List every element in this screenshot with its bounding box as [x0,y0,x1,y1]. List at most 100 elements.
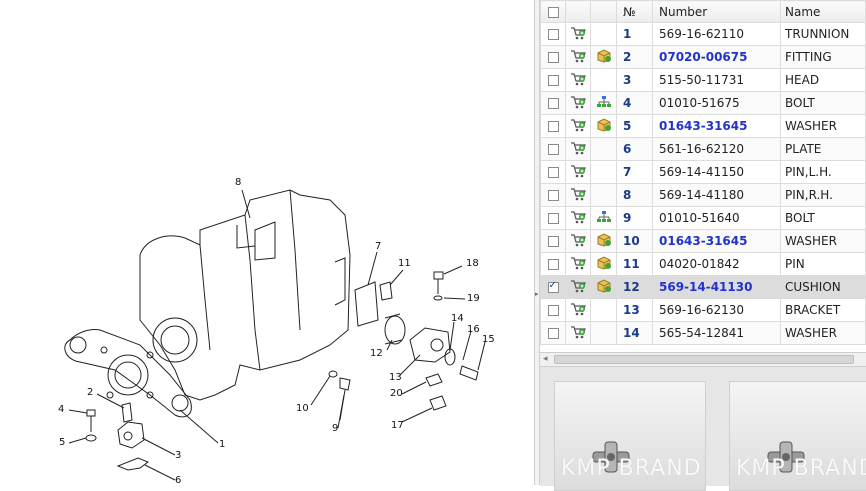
row-checkbox-cell[interactable] [540,45,566,69]
select-all-checkbox-cell[interactable] [540,0,566,23]
row-checkbox[interactable] [547,144,559,155]
row-checkbox-cell[interactable] [540,252,566,276]
scrollbar-thumb[interactable] [554,355,854,364]
callout-12[interactable]: 12 [370,348,383,359]
icon-cell[interactable] [590,114,617,138]
tree-icon[interactable] [596,95,612,112]
cart-cell[interactable] [565,45,591,69]
part-number-cell[interactable]: 01643-31645 [652,114,781,138]
splitter-arrow-icon[interactable]: ▸ [535,290,539,298]
row-checkbox-cell[interactable] [540,91,566,115]
box-icon[interactable] [596,117,612,135]
add-to-cart-icon[interactable] [570,49,586,66]
icon-cell[interactable] [590,45,617,69]
cart-cell[interactable] [565,68,591,92]
cart-cell[interactable] [565,298,591,322]
row-checkbox[interactable] [547,75,559,86]
add-to-cart-icon[interactable] [570,233,586,250]
callout-8[interactable]: 8 [235,177,242,188]
cart-cell[interactable] [565,183,591,207]
add-to-cart-icon[interactable] [570,210,586,227]
icon-cell[interactable] [590,275,617,299]
box-icon[interactable] [596,255,612,273]
row-checkbox-cell[interactable] [540,183,566,207]
cart-cell[interactable] [565,275,591,299]
select-all-checkbox[interactable] [547,6,559,18]
part-number-cell[interactable]: 01643-31645 [652,229,781,253]
callout-1[interactable]: 1 [219,439,226,450]
add-to-cart-icon[interactable] [570,95,586,112]
cart-cell[interactable] [565,252,591,276]
box-icon[interactable] [596,48,612,66]
cart-cell[interactable] [565,22,591,46]
box-icon[interactable] [596,232,612,250]
cart-cell[interactable] [565,229,591,253]
cart-cell[interactable] [565,114,591,138]
pane-splitter[interactable]: ▸ [534,0,540,485]
row-checkbox-cell[interactable] [540,321,566,345]
row-checkbox[interactable] [547,213,559,224]
position-column-header[interactable]: № [616,0,653,23]
icon-cell[interactable] [590,206,617,230]
part-number-cell[interactable]: 07020-00675 [652,45,781,69]
row-checkbox[interactable] [547,236,559,247]
callout-6[interactable]: 6 [175,475,182,486]
icon-cell[interactable] [590,229,617,253]
callout-5[interactable]: 5 [59,437,66,448]
add-to-cart-icon[interactable] [570,72,586,89]
cart-cell[interactable] [565,91,591,115]
row-checkbox-cell[interactable] [540,22,566,46]
row-checkbox[interactable] [547,259,559,270]
cart-cell[interactable] [565,206,591,230]
row-checkbox[interactable] [547,29,559,40]
row-checkbox[interactable] [547,98,559,109]
row-checkbox[interactable] [547,167,559,178]
part-number-cell[interactable]: 569-14-41130 [652,275,781,299]
row-checkbox[interactable] [547,328,559,339]
row-checkbox-cell[interactable] [540,137,566,161]
add-to-cart-icon[interactable] [570,256,586,273]
callout-14[interactable]: 14 [451,313,464,324]
row-checkbox-cell[interactable] [540,68,566,92]
callout-15[interactable]: 15 [482,334,495,345]
cart-cell[interactable] [565,160,591,184]
cart-cell[interactable] [565,137,591,161]
callout-10[interactable]: 10 [296,403,309,414]
callout-20[interactable]: 20 [390,388,403,399]
icon-cell[interactable] [590,252,617,276]
callout-4[interactable]: 4 [58,404,65,415]
part-photo-1[interactable]: KMP BRAND [554,381,706,491]
icon-cell[interactable] [590,91,617,115]
horizontal-scrollbar[interactable]: ◂ [540,352,866,366]
add-to-cart-icon[interactable] [570,164,586,181]
callout-9[interactable]: 9 [332,423,339,434]
row-checkbox-cell[interactable] [540,206,566,230]
add-to-cart-icon[interactable] [570,187,586,204]
tree-icon[interactable] [596,210,612,227]
callout-2[interactable]: 2 [87,387,94,398]
add-to-cart-icon[interactable] [570,279,586,296]
add-to-cart-icon[interactable] [570,302,586,319]
callout-13[interactable]: 13 [389,372,402,383]
number-column-header[interactable]: Number [652,0,781,23]
callout-7[interactable]: 7 [375,241,382,252]
row-checkbox[interactable] [547,305,559,316]
row-checkbox-cell[interactable] [540,229,566,253]
row-checkbox-cell[interactable] [540,160,566,184]
callout-11[interactable]: 11 [398,258,411,269]
row-checkbox[interactable] [547,280,559,293]
row-checkbox[interactable] [547,190,559,201]
callout-17[interactable]: 17 [391,420,404,431]
